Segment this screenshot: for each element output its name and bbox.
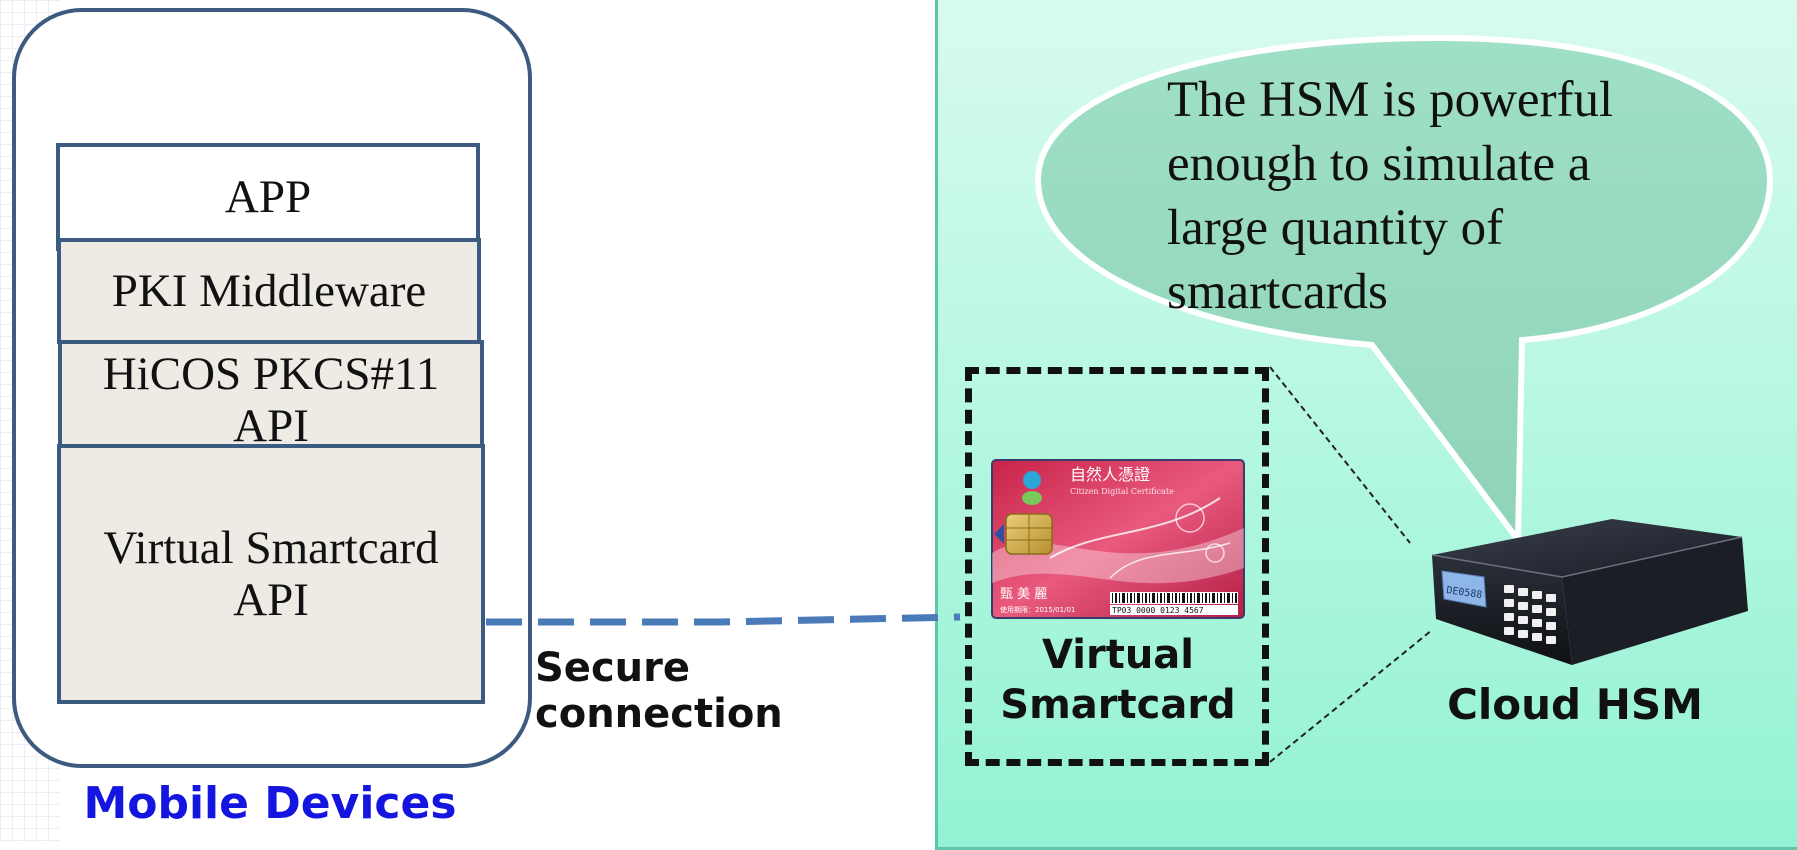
hicos-label-line2: API (233, 400, 309, 452)
bubble-line: enough to simulate a (1167, 136, 1591, 192)
hicos-pkcs11-layer: HiCOS PKCS#11 API (58, 340, 484, 452)
vsc-api-label-line1: Virtual Smartcard (103, 522, 439, 574)
card-name: 甄 美 麗 (1000, 587, 1047, 602)
card-expiry: 使用期限：2015/01/01 (1000, 605, 1075, 614)
cloud-hsm-device-image: DE0588 (1431, 519, 1748, 665)
vsc-api-label-line2: API (233, 574, 309, 626)
secure-connection-label: Secure connection (535, 645, 783, 737)
cloud-hsm-label: Cloud HSM (1447, 680, 1703, 729)
bubble-line: smartcards (1167, 264, 1388, 320)
card-serial: TP03 0000 0123 4567 (1112, 606, 1204, 615)
app-layer: APP (56, 143, 480, 251)
virtual-smartcard-boundary (965, 367, 1269, 766)
hicos-label-line1: HiCOS PKCS#11 (102, 348, 440, 400)
citizen-certificate-card-image: 自然人憑證 Citizen Digital Certificate 甄 美 麗 … (991, 459, 1245, 619)
app-layer-label: APP (224, 171, 312, 223)
pki-middleware-label: PKI Middleware (111, 265, 427, 317)
hsm-display-text: DE0588 (1446, 585, 1483, 601)
pki-middleware-layer: PKI Middleware (57, 238, 481, 344)
bubble-line: The HSM is powerful (1167, 72, 1614, 128)
card-title: 自然人憑證 (1070, 465, 1150, 484)
virtual-smartcard-label: Virtual Smartcard (990, 630, 1246, 730)
bubble-line: large quantity of (1167, 200, 1504, 256)
virtual-smartcard-api-layer: Virtual Smartcard API (57, 444, 485, 704)
virtual-smartcard-label-line2: Smartcard (1000, 682, 1236, 728)
virtual-smartcard-label-line1: Virtual (1042, 632, 1194, 678)
bubble-text: The HSM is powerful enough to simulate a… (1167, 68, 1687, 324)
mobile-devices-caption: Mobile Devices (83, 778, 457, 829)
card-subtitle: Citizen Digital Certificate (1070, 487, 1174, 496)
